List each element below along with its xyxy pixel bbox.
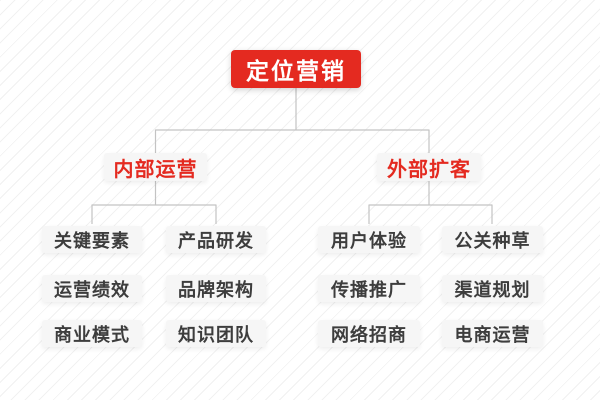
leaf-node-product-rd: 产品研发 xyxy=(166,226,266,253)
leaf-node-knowledge-team: 知识团队 xyxy=(166,320,266,347)
branch-node-internal-operations: 内部运营 xyxy=(104,153,207,181)
leaf-node-online-investment: 网络招商 xyxy=(318,320,420,347)
leaf-node-channel-planning: 渠道规划 xyxy=(442,275,543,302)
leaf-node-business-model: 商业模式 xyxy=(42,320,142,347)
leaf-node-promotion: 传播推广 xyxy=(318,275,420,302)
leaf-node-brand-structure: 品牌架构 xyxy=(166,275,266,302)
branch-elbow-line xyxy=(154,129,430,153)
leaf-node-pr-seeding: 公关种草 xyxy=(442,226,543,253)
leaf-node-operation-kpi: 运营绩效 xyxy=(42,275,142,302)
branch-node-external-acquisition: 外部扩客 xyxy=(377,153,481,181)
leaf-node-key-elements: 关键要素 xyxy=(42,226,142,253)
right-leaf-elbow-line xyxy=(368,204,493,224)
left-leaf-elbow-line xyxy=(91,204,217,224)
leaf-node-ecommerce-operation: 电商运营 xyxy=(442,320,543,347)
root-node: 定位营销 xyxy=(231,50,361,88)
leaf-node-user-experience: 用户体验 xyxy=(318,226,420,253)
